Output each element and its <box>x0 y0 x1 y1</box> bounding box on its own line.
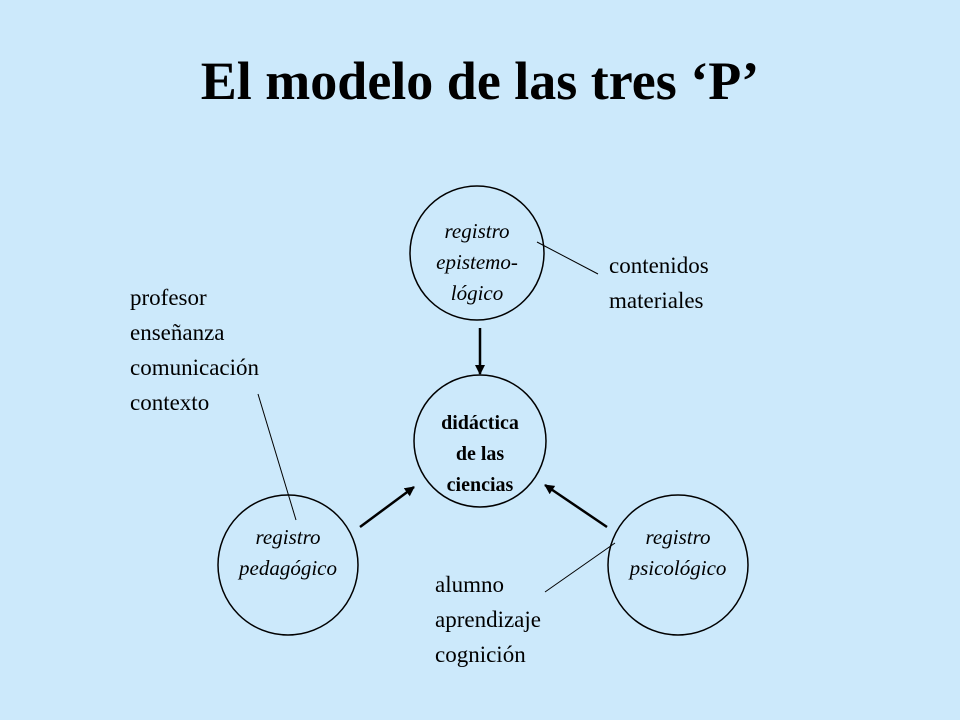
label-contenidos: contenidos materiales <box>609 253 709 313</box>
slide-title: El modelo de las tres ‘P’ <box>200 51 760 111</box>
node-didactica-circle <box>413 374 547 508</box>
connector-alumno <box>544 542 616 593</box>
label-profesor: profesor enseñanza comunicación contexto <box>130 285 260 415</box>
node-pedagogico-text: registro pedagógico <box>239 525 337 580</box>
arrow-psicologico-to-didactica <box>544 483 608 529</box>
node-epistemologico-text: registro epistemo- lógico <box>436 219 518 305</box>
arrow-pedagogico-to-didactica <box>359 485 415 529</box>
connector-contenidos <box>536 241 599 275</box>
label-alumno: alumno aprendizaje cognición <box>435 572 541 667</box>
node-psicologico-text: registro psicológico <box>629 525 727 580</box>
node-didactica-text: didáctica de las ciencias <box>441 412 519 496</box>
node-epistemologico-circle <box>409 185 545 321</box>
node-psicologico-circle <box>607 494 749 636</box>
connector-profesor <box>257 393 297 521</box>
